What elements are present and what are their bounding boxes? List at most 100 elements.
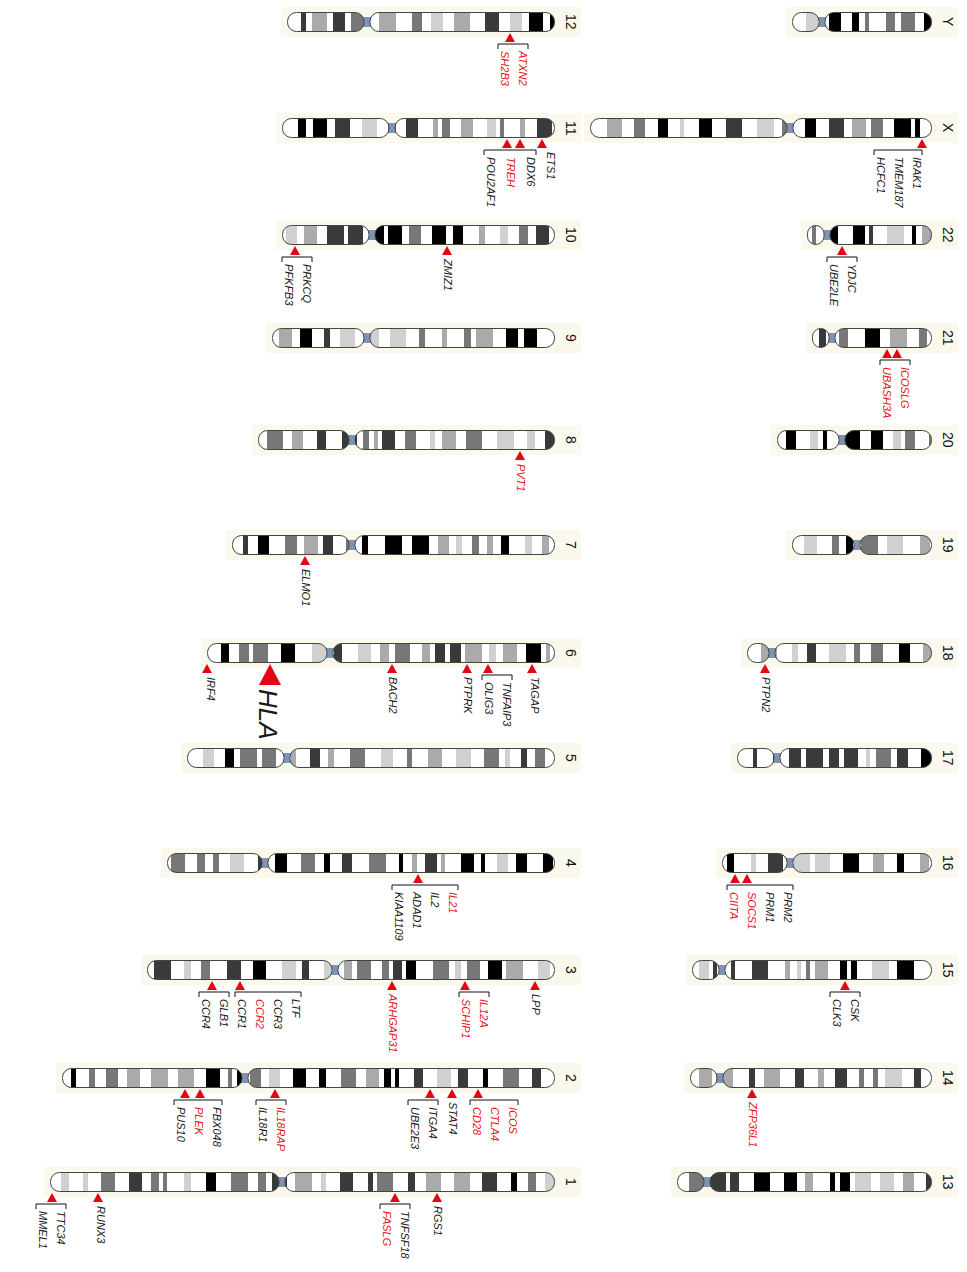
chromosome-band xyxy=(866,118,871,138)
chromosome-band xyxy=(705,1172,710,1192)
chromosome-band xyxy=(509,535,525,555)
chromosome-band xyxy=(380,643,389,663)
chromosome-band xyxy=(61,1172,69,1192)
chromosome-band xyxy=(487,535,493,555)
chromosome-band xyxy=(340,328,355,348)
ideogram-background xyxy=(276,220,581,250)
chromosome-band xyxy=(326,1068,341,1088)
chromosome-band xyxy=(445,643,450,663)
chromosome-band xyxy=(805,118,816,138)
chromosome-bar xyxy=(258,430,555,450)
chromosome-band xyxy=(330,853,342,873)
chromosome-band xyxy=(810,853,815,873)
gene-label: YDJC xyxy=(846,264,857,293)
gene-label: IL2 xyxy=(429,892,440,907)
chromosome-band xyxy=(258,535,269,555)
chromosome-band xyxy=(456,430,466,450)
chromosome-band xyxy=(876,748,891,768)
chromosome-band xyxy=(442,748,456,768)
chromosome-band xyxy=(497,430,514,450)
gene-label: ADAD1 xyxy=(411,892,422,929)
marker-triangle xyxy=(207,981,217,990)
chromosome-band xyxy=(433,118,438,138)
chromosome-band xyxy=(205,853,213,873)
chromosome-band xyxy=(503,643,517,663)
chromosome-band xyxy=(352,535,362,555)
gene-label: OLIG3 xyxy=(483,682,494,714)
gene-label: CCR4 xyxy=(200,999,211,1029)
chromosome-band xyxy=(537,118,552,138)
chromosome-band xyxy=(389,643,395,663)
chromosome-band xyxy=(503,1068,519,1088)
chromosome-band xyxy=(206,1068,220,1088)
chromosome-band xyxy=(395,430,405,450)
chromosome-band xyxy=(410,643,422,663)
chromosome-band xyxy=(432,225,446,245)
chromosome-outline xyxy=(148,961,333,980)
chromosome-band xyxy=(266,960,282,980)
ideogram-background xyxy=(741,638,958,668)
chromosome-outline xyxy=(693,961,720,980)
chromosome-band xyxy=(497,853,508,873)
chromosome-bar xyxy=(272,328,555,348)
chromosome-band xyxy=(770,1172,784,1192)
gene-label: GLB1 xyxy=(218,999,229,1027)
chromosome-band xyxy=(815,960,828,980)
chromosome-band xyxy=(493,535,501,555)
chromosome-band xyxy=(258,1172,266,1192)
chromosome-band xyxy=(526,643,541,663)
bracket-line xyxy=(36,1204,66,1209)
gene-label: PTPRK xyxy=(462,677,473,714)
chromosome-band xyxy=(480,960,488,980)
chromosome-band xyxy=(709,960,713,980)
chromosome-band xyxy=(915,12,924,32)
chromosome-band xyxy=(897,748,908,768)
chromosome-band xyxy=(369,430,374,450)
chromosome-band xyxy=(390,328,406,348)
chromosome-band xyxy=(374,430,378,450)
chromosome-bar xyxy=(232,535,555,555)
chromosome-band xyxy=(482,430,497,450)
chromosome-band xyxy=(232,1068,237,1088)
chromosome-band xyxy=(497,1172,511,1192)
chromosome-band xyxy=(220,1068,228,1088)
chromosome-outline xyxy=(338,961,555,980)
gene-label: CIITA xyxy=(728,892,739,919)
chromosome-band xyxy=(406,328,419,348)
chromosome-number: 7 xyxy=(564,541,578,549)
chromosome-band xyxy=(313,118,327,138)
marker-triangle xyxy=(462,664,472,673)
chromosome-band xyxy=(844,748,858,768)
chromosome-band xyxy=(456,535,462,555)
chromosome-band xyxy=(894,118,911,138)
chromosome-band xyxy=(462,535,472,555)
chromosome-band xyxy=(542,535,549,555)
chromosome-band xyxy=(797,960,801,980)
chromosome-ideogram: X xyxy=(590,118,932,138)
ideogram-background xyxy=(786,7,958,37)
marker-triangle xyxy=(515,139,525,148)
chromosome-band xyxy=(742,118,757,138)
gene-label: CD28 xyxy=(471,1107,482,1135)
chromosome-band xyxy=(532,1068,541,1088)
chromosome-number: 22 xyxy=(941,227,955,243)
chromosome-band xyxy=(106,1068,118,1088)
chromosome-outline xyxy=(723,1069,932,1088)
chromosome-bar xyxy=(690,1068,932,1088)
chromosome-band xyxy=(234,748,240,768)
bracket-line xyxy=(459,992,489,997)
ideogram-background xyxy=(786,530,958,560)
chromosome-band xyxy=(399,1068,414,1088)
chromosome-band xyxy=(920,853,929,873)
chromosome-bar xyxy=(287,12,555,32)
marker-triangle xyxy=(432,1193,442,1202)
gene-label: FBX048 xyxy=(211,1107,222,1147)
chromosome-band xyxy=(527,853,543,873)
marker-triangle xyxy=(537,139,547,148)
chromosome-band xyxy=(393,748,407,768)
chromosome-band xyxy=(865,328,880,348)
chromosome-number: 18 xyxy=(941,645,955,661)
marker-triangle xyxy=(387,664,397,673)
ideogram-background xyxy=(731,743,958,773)
chromosome-band xyxy=(280,1068,293,1088)
